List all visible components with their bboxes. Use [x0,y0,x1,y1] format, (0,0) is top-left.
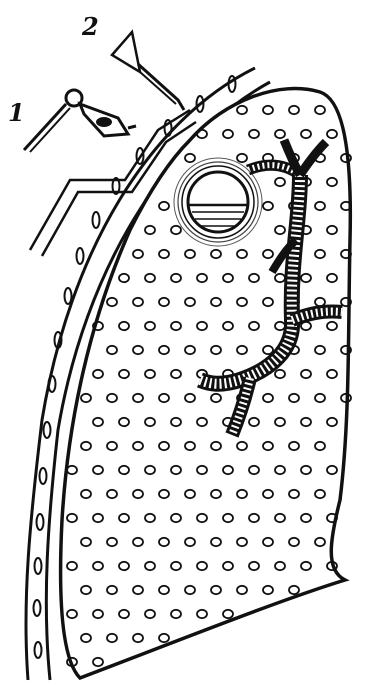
rib-cross-section [40,468,47,484]
rib-cross-section [65,288,72,304]
rib-cross-section [35,642,42,658]
rib-cross-section [77,248,84,264]
rib-cross-section [34,600,41,616]
callout-label-2: 2 [82,12,99,41]
rib-cross-section [35,558,42,574]
callout-label-1: 1 [8,98,25,127]
syringe-instrument [24,90,136,152]
rib-cross-section [44,422,51,438]
funnel-instrument [112,32,184,110]
rib-cross-section [37,514,44,530]
rib-cross-section [93,212,100,228]
lung-cavity [174,158,262,246]
